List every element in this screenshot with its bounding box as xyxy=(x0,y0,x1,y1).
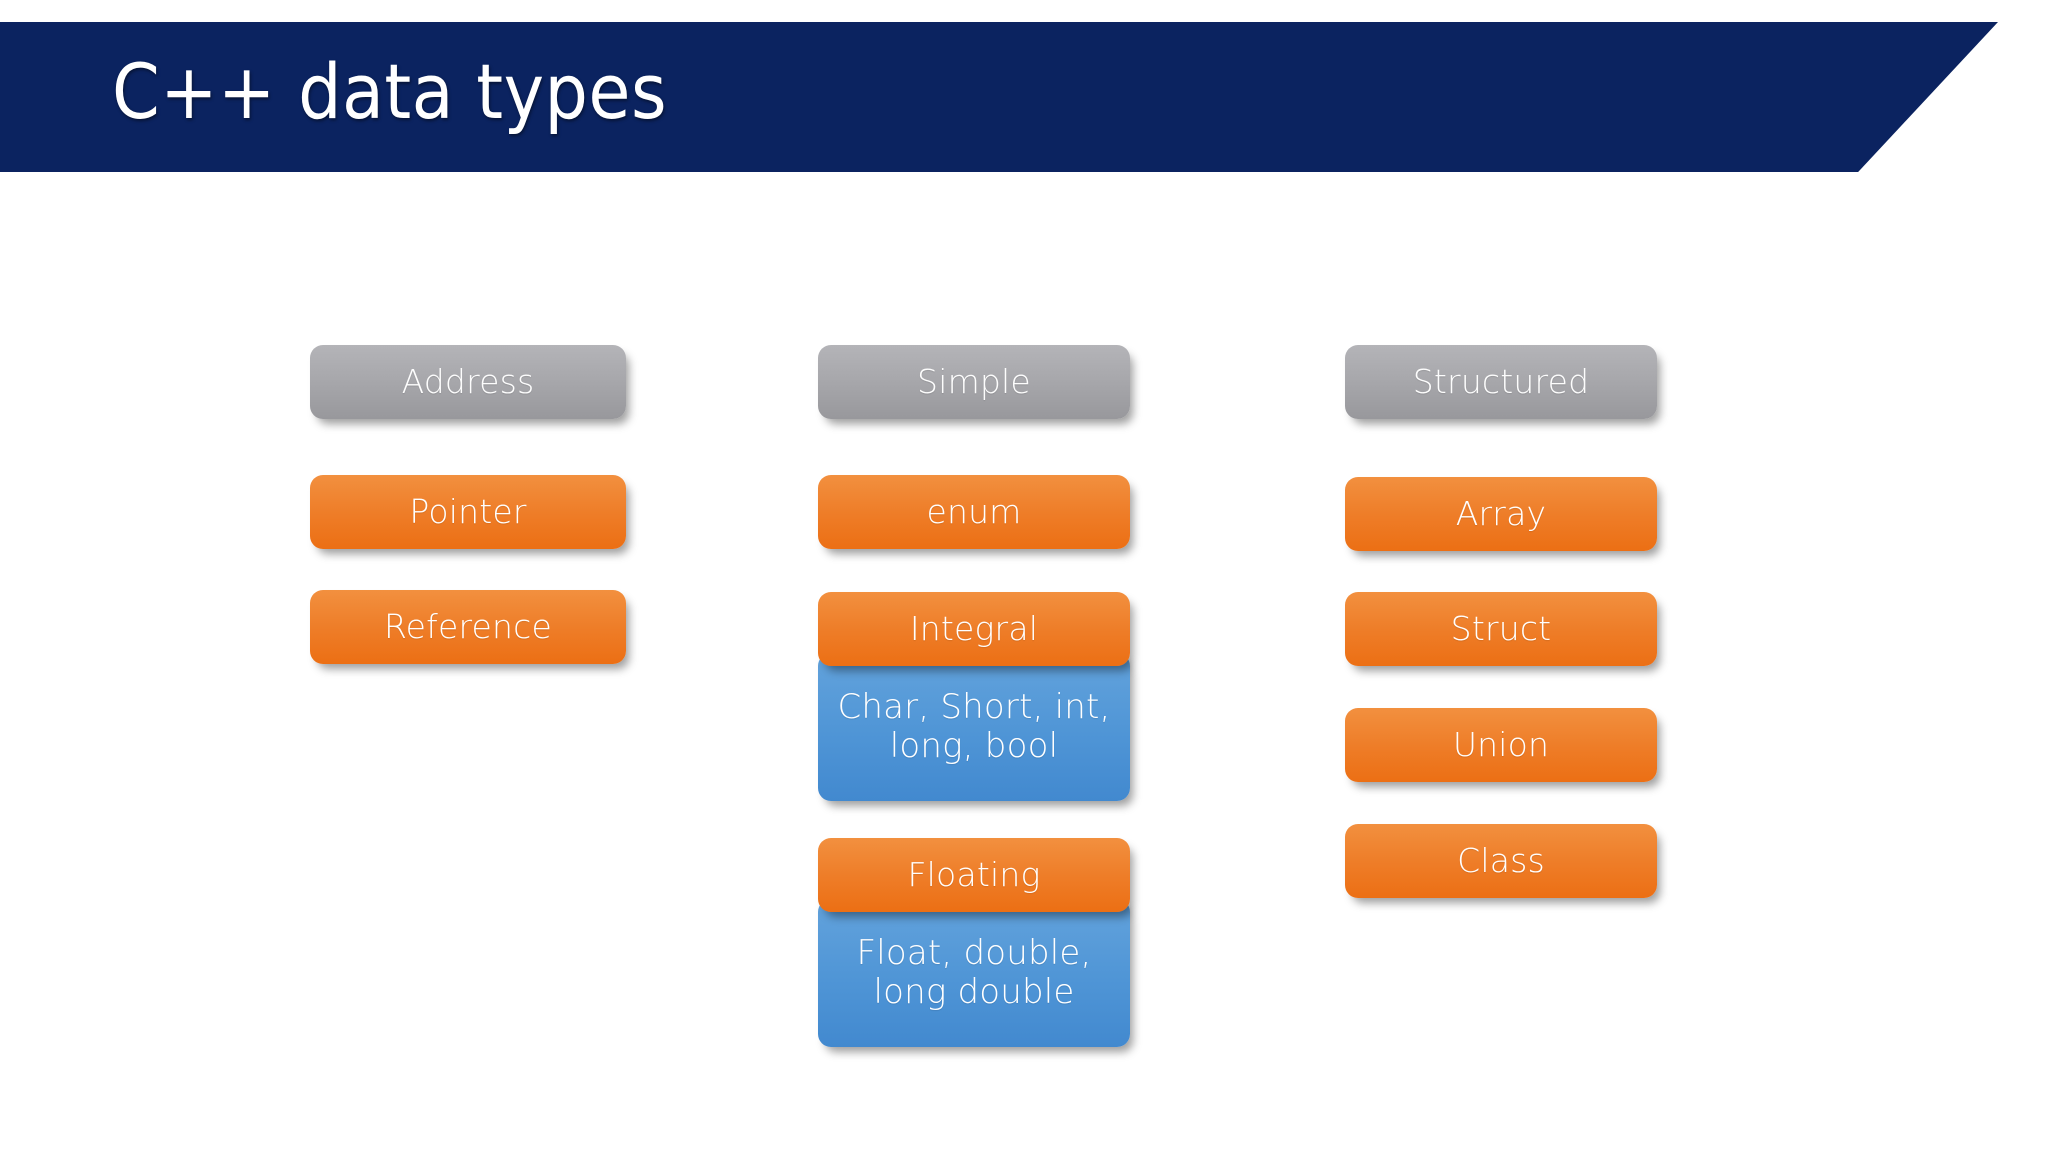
node-class[interactable]: Class xyxy=(1345,824,1657,898)
node-reference[interactable]: Reference xyxy=(310,590,626,664)
node-struct[interactable]: Struct xyxy=(1345,592,1657,666)
node-union[interactable]: Union xyxy=(1345,708,1657,782)
node-floating[interactable]: Floating xyxy=(818,838,1130,912)
node-integral-detail[interactable]: Char, Short, int, long, bool xyxy=(818,653,1130,801)
category-header-simple[interactable]: Simple xyxy=(818,345,1130,419)
node-integral[interactable]: Integral xyxy=(818,592,1130,666)
title-banner xyxy=(0,22,1998,172)
column-structured: Structured Array Struct Union Class xyxy=(1345,0,1765,1152)
category-header-address[interactable]: Address xyxy=(310,345,626,419)
page-title: C++ data types xyxy=(112,46,668,136)
node-floating-detail[interactable]: Float, double, long double xyxy=(818,899,1130,1047)
node-array[interactable]: Array xyxy=(1345,477,1657,551)
node-enum[interactable]: enum xyxy=(818,475,1130,549)
column-address: Address Pointer Reference xyxy=(310,0,730,1152)
column-simple: Simple enum Char, Short, int, long, bool… xyxy=(818,0,1238,1152)
category-header-structured[interactable]: Structured xyxy=(1345,345,1657,419)
node-pointer[interactable]: Pointer xyxy=(310,475,626,549)
